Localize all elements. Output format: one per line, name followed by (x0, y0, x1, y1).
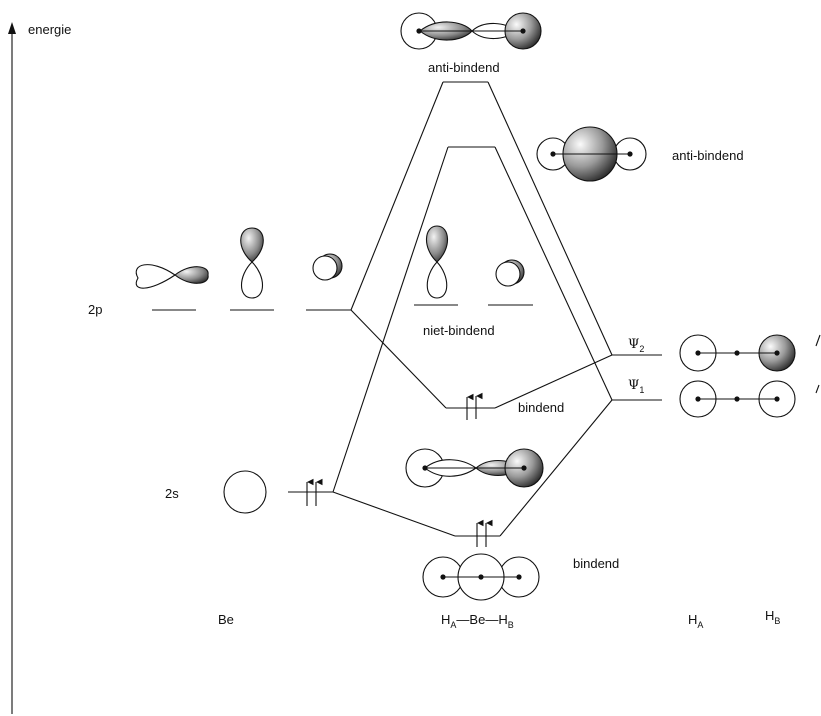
upper-bonding-mo: bindend (405, 392, 564, 488)
energy-axis: energie (8, 22, 71, 714)
upper-bonding-label: bindend (518, 400, 564, 415)
psi2-orbital (679, 334, 796, 372)
be-pz-orbital (240, 227, 264, 299)
be-2p-label: 2p (88, 302, 102, 317)
be-px-orbital (135, 264, 209, 289)
hb-label: HB (765, 608, 780, 626)
bottom-labels: Be HA—Be—HB HA HB (218, 608, 780, 630)
mid-antibonding-label: anti-bindend (672, 148, 744, 163)
be-2s-group: 2s (165, 470, 333, 514)
lower-bonding-label: bindend (573, 556, 619, 571)
nonbonding-group: niet-bindend (414, 225, 533, 338)
correlation-lines (332, 81, 613, 537)
h-group-orbitals: Ψ2 Ψ1 (612, 334, 821, 418)
axis-arrowhead (8, 22, 16, 34)
be-py-orbital (312, 253, 343, 281)
nb-py-orbital (495, 259, 525, 287)
top-antibonding-mo: anti-bindend (400, 12, 542, 75)
nb-pz-orbital (425, 225, 449, 299)
mid-antibonding-mo: anti-bindend (536, 126, 744, 182)
be-atom-label: Be (218, 612, 234, 627)
psi2-label: Ψ2 (628, 337, 644, 354)
be-2s-label: 2s (165, 486, 179, 501)
lower-bonding-mo: bindend (422, 519, 619, 601)
be-2p-group: 2p (88, 227, 351, 317)
molecule-label: HA—Be—HB (441, 612, 514, 630)
psi1-label: Ψ1 (628, 378, 644, 395)
ha-label: HA (688, 612, 703, 630)
top-antibonding-label: anti-bindend (428, 60, 500, 75)
be-2s-orbital (223, 470, 267, 514)
axis-label: energie (28, 22, 71, 37)
psi1-orbital (679, 380, 796, 418)
nonbonding-label: niet-bindend (423, 323, 495, 338)
